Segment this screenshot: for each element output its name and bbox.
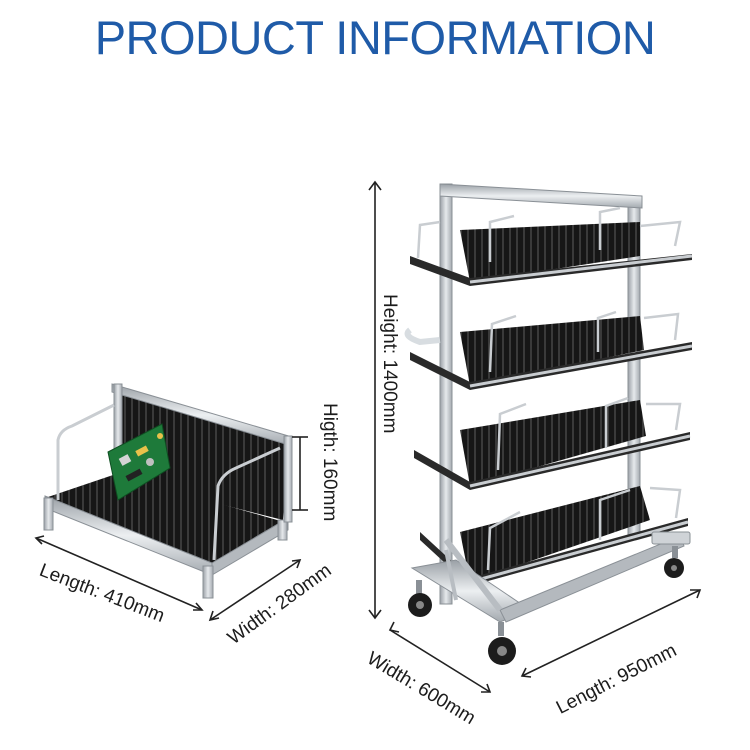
cart-shelf-2 [404, 310, 693, 390]
cart-shelf-4 [420, 486, 689, 586]
large-cart [404, 183, 693, 665]
pcb-board-icon [107, 423, 171, 501]
small-rack [43, 383, 293, 599]
cart-shelf-1 [410, 206, 693, 286]
cart-shelf-3 [414, 396, 691, 490]
small-rack-base-tray [48, 474, 284, 566]
cart-height-label: Height: 1400mm [379, 294, 400, 434]
cart-top-bar [439, 183, 643, 209]
small-rack-height-label: Higth: 160mm [319, 403, 340, 522]
cart-base [410, 535, 685, 623]
cart-dimension-lines [368, 180, 702, 693]
caster-wheel-icon [408, 531, 691, 665]
page-title: PRODUCT INFORMATION [94, 11, 656, 64]
small-rack-dimension-lines [34, 436, 308, 622]
